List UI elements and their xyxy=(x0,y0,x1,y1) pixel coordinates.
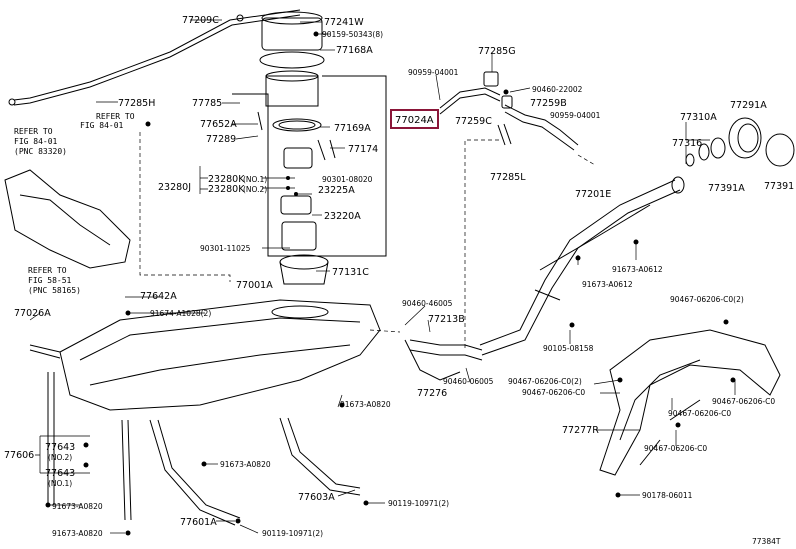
highlight-box xyxy=(390,109,439,129)
part-label[interactable]: 77391 xyxy=(764,181,794,192)
part-label[interactable]: 77289 xyxy=(206,134,236,145)
part-label[interactable]: (NO.1) xyxy=(48,479,72,488)
part-label[interactable]: 23280J xyxy=(158,182,191,193)
part-label[interactable]: 77131C xyxy=(332,267,369,278)
diagram-code: 77384T xyxy=(752,537,781,546)
part-label[interactable]: 77209C xyxy=(182,15,219,26)
part-label[interactable]: 90467-06206-C0(2) xyxy=(670,295,744,304)
part-label[interactable]: 91673-A0820 xyxy=(52,502,103,511)
part-label[interactable]: 77316 xyxy=(672,138,702,149)
part-label[interactable]: 91673-A0612 xyxy=(612,265,663,274)
part-label[interactable]: 77213B xyxy=(428,314,465,325)
ref-line: (PNC 58165) xyxy=(28,286,81,295)
refer-note-fig-84-01-upper[interactable]: REFER TO FIG 84-01 xyxy=(80,112,135,130)
drawing-left-bracket xyxy=(4,169,131,269)
drawing-fender-liner-77277r xyxy=(599,329,781,476)
part-label[interactable]: 90460-06005 xyxy=(443,377,494,386)
part-label[interactable]: 77606 xyxy=(4,450,34,461)
part-label[interactable]: 90460-46005 xyxy=(402,299,453,308)
part-label[interactable]: 77168A xyxy=(336,45,373,56)
part-label[interactable]: 77291A xyxy=(730,100,767,111)
part-label[interactable]: 91674-A1028(2) xyxy=(150,309,211,318)
part-label[interactable]: 77310A xyxy=(680,112,717,123)
part-label-highlighted[interactable]: 77024A xyxy=(395,115,434,126)
part-label[interactable]: (NO.2) xyxy=(243,185,267,194)
part-label[interactable]: 77259B xyxy=(530,98,567,109)
part-label[interactable]: 77201E xyxy=(575,189,611,200)
part-label[interactable]: 91673-A0820 xyxy=(52,529,103,538)
part-label[interactable]: 23280K xyxy=(208,184,245,195)
part-label[interactable]: 90959-04001 xyxy=(550,111,601,120)
part-label[interactable]: 90460-22002 xyxy=(532,85,583,94)
part-label[interactable]: (NO.2) xyxy=(48,453,72,462)
part-label[interactable]: 90959-04001 xyxy=(408,68,459,77)
part-label[interactable]: 77642A xyxy=(140,291,177,302)
part-label[interactable]: 77643 xyxy=(45,442,75,453)
part-label[interactable]: 77001A xyxy=(236,280,273,291)
ref-line: REFER TO xyxy=(28,266,67,275)
part-label[interactable]: 77241W xyxy=(324,17,364,28)
part-label[interactable]: 23225A xyxy=(318,185,355,196)
part-label[interactable]: 90159-50343(8) xyxy=(322,30,383,39)
part-label[interactable]: 77026A xyxy=(14,308,51,319)
ref-line: REFER TO xyxy=(96,112,135,121)
part-label[interactable]: 90467-06206-C0(2) xyxy=(508,377,582,386)
part-label[interactable]: 77643 xyxy=(45,468,75,479)
ref-line: FIG 84-01 xyxy=(14,137,58,146)
ref-line: (PNC 83320) xyxy=(14,147,67,156)
part-label[interactable]: 90119-10971(2) xyxy=(262,529,323,538)
ref-line: FIG 58-51 xyxy=(28,276,72,285)
part-label[interactable]: 90119-10971(2) xyxy=(388,499,449,508)
part-label[interactable]: 90467-06206-C0 xyxy=(668,409,731,418)
part-label[interactable]: 77277R xyxy=(562,425,599,436)
ref-line: REFER TO xyxy=(14,127,53,136)
drawing-fuel-tank-77001a xyxy=(29,299,381,411)
part-label[interactable]: (NO.1) xyxy=(243,175,267,184)
fastener-dots xyxy=(45,31,736,536)
part-label[interactable]: 91673-A0820 xyxy=(220,460,271,469)
leader-lines xyxy=(29,19,736,534)
part-labels: 77209C 77241W 90159-50343(8) 77168A 7728… xyxy=(4,15,794,546)
part-label[interactable]: 90467-06206-C0 xyxy=(522,388,585,397)
part-label[interactable]: 77391A xyxy=(708,183,745,194)
drawing-tank-straps xyxy=(47,372,361,526)
part-label[interactable]: 77603A xyxy=(298,492,335,503)
drawing-filler-hose-77213b xyxy=(404,339,483,381)
part-label[interactable]: 90301-08020 xyxy=(322,175,373,184)
part-label[interactable]: 23220A xyxy=(324,211,361,222)
part-label[interactable]: 77652A xyxy=(200,119,237,130)
drawing-vent-tube-77209c xyxy=(8,9,301,106)
part-label[interactable]: 90467-06206-C0 xyxy=(712,397,775,406)
part-label[interactable]: 91673-A0612 xyxy=(582,280,633,289)
drawing-fuel-pump-assembly xyxy=(232,11,387,285)
part-label[interactable]: 90178-06011 xyxy=(642,491,693,500)
part-label[interactable]: 91673-A0820 xyxy=(340,400,391,409)
part-label[interactable]: 90301-11025 xyxy=(200,244,251,253)
part-label[interactable]: 77169A xyxy=(334,123,371,134)
part-label[interactable]: 77285G xyxy=(478,46,516,57)
part-label[interactable]: 77276 xyxy=(417,388,447,399)
part-label[interactable]: 90105-08158 xyxy=(543,344,594,353)
part-label[interactable]: 77601A xyxy=(180,517,217,528)
part-label[interactable]: 77285H xyxy=(118,98,155,109)
drawing-filler-cap-parts xyxy=(685,117,795,167)
drawing-breather-hoses xyxy=(439,71,579,151)
ref-line: FIG 84-01 xyxy=(80,121,124,130)
part-label[interactable]: 77259C xyxy=(455,116,492,127)
part-label[interactable]: 77785 xyxy=(192,98,222,109)
part-label[interactable]: 90467-06206-C0 xyxy=(644,444,707,453)
part-label[interactable]: 23280K xyxy=(208,174,245,185)
part-label[interactable]: 77285L xyxy=(490,172,526,183)
drawing-filler-pipe-77201e xyxy=(479,176,685,356)
part-label[interactable]: 77174 xyxy=(348,144,378,155)
refer-note-fig-84-01[interactable]: REFER TO FIG 84-01 (PNC 83320) xyxy=(14,127,67,156)
refer-note-fig-58-51[interactable]: REFER TO FIG 58-51 (PNC 58165) xyxy=(28,266,81,295)
